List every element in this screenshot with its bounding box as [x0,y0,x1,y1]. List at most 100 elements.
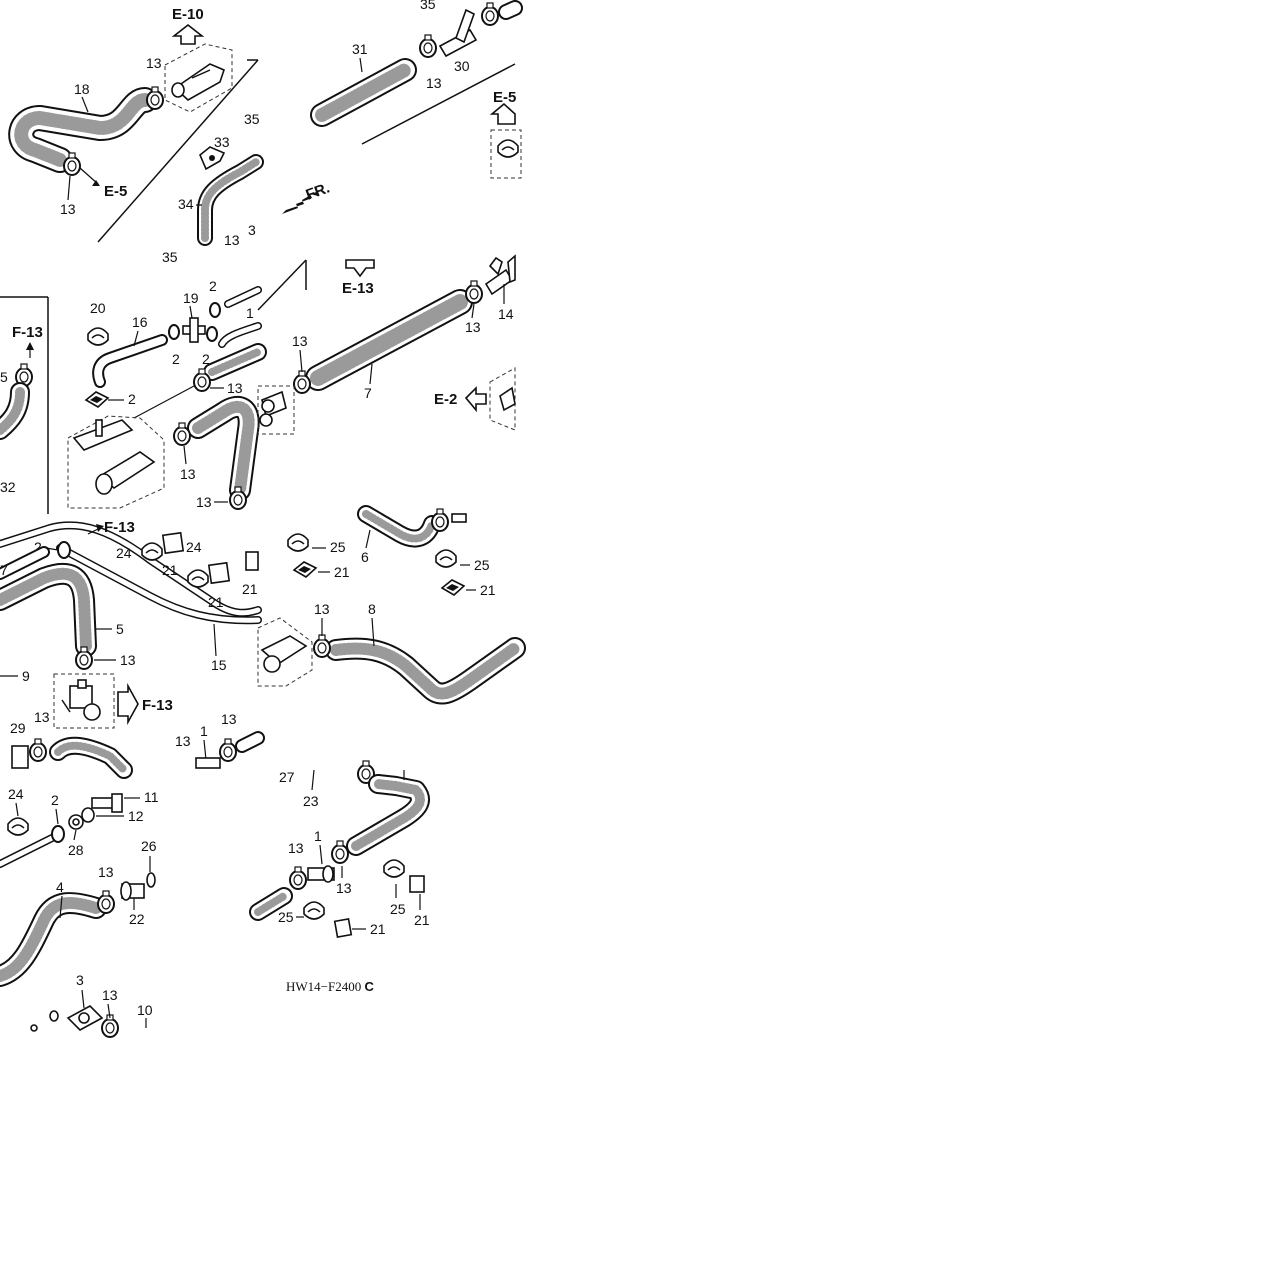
hose-6 [357,505,441,548]
joint-1 [307,865,335,883]
part-number: 13 [34,709,50,725]
fuel-component [72,419,156,495]
part-number: 13 [224,232,240,248]
clip-25 [435,549,457,568]
part-number: 13 [426,75,442,91]
clip-21 [333,917,353,939]
part-number: 13 [221,711,237,727]
part-number: 35 [420,0,436,12]
part-number: 15 [211,657,227,673]
hose-lower [49,736,133,779]
hose-31 [310,58,417,127]
part-number: 13 [146,55,162,71]
part-number: 24 [186,539,202,555]
ref-e2: E-2 [434,391,457,408]
clamp-13 [313,634,331,658]
clip-icon [497,139,519,158]
part-number: 24 [116,545,132,561]
clip-21 [207,561,231,585]
part-number: 13 [336,880,352,896]
clip-2 [85,391,109,408]
part-number: 24 [8,786,24,802]
part-number: 21 [242,581,258,597]
hose-upper [203,343,267,381]
part-number: 5 [0,369,8,385]
part-number: 13 [180,466,196,482]
diagram-code: HW14−F2400 C [286,979,374,994]
part-number: 13 [288,840,304,856]
ref-f13: F-13 [12,324,43,341]
joint-14 [484,254,516,296]
tile-bottom-left: 24 2 28 11 12 4 13 22 [0,786,159,1038]
part-number: 13 [98,864,114,880]
part-number: 3 [248,222,256,238]
flange-3 [66,1005,104,1031]
ref-f13: F-13 [104,519,135,536]
part-number: 14 [498,306,514,322]
part-number: 21 [370,921,386,937]
part-number: 19 [183,290,199,306]
part-number: 11 [144,789,159,805]
tile-top-left: E-5 18 13 13 E-10 33 34 35 35 13 3 [8,6,332,265]
clamp-13 [101,1014,119,1038]
tile-mid-right: E-13 7 13 13 14 E-2 [257,254,516,435]
hose-7 [305,289,473,391]
ref-e10: E-10 [172,6,204,23]
part-number: 2 [202,351,210,367]
ref-e5: E-5 [104,183,127,200]
part-number: 6 [361,549,369,565]
bolt-11 [91,793,123,813]
part-number: 12 [128,808,144,824]
fuel-component [171,63,225,101]
part-number: 13 [60,201,76,217]
part-number: 4 [56,879,64,895]
clip-25 [287,533,309,552]
hose-lower [249,887,293,921]
part-number: 2 [209,278,217,294]
part-number: 13 [175,733,191,749]
part-number: 2 [128,391,136,407]
outlet-component [259,390,287,427]
part-number: 1 [200,723,208,739]
hose-8 [325,637,526,705]
part-number: 26 [141,838,157,854]
part-number: 23 [303,793,319,809]
clamp-13 [97,890,115,914]
hose-U [187,395,260,501]
clamp-13 [29,738,47,762]
tile-lower-right: 6 25 21 25 21 8 13 [257,505,526,705]
joint-1 [195,757,221,769]
ref-f13: F-13 [142,697,173,714]
hose-upper [0,834,56,868]
clip-21 [293,561,317,578]
part-number: 25 [474,557,490,573]
part-number: 7 [364,385,372,401]
part-number: 21 [334,564,350,580]
ref-e13: E-13 [342,280,374,297]
part-number: 13 [314,601,330,617]
clip-24 [7,817,29,836]
part-number: 30 [454,58,470,74]
part-number: 9 [22,668,30,684]
hose-upper [346,774,430,856]
part-number: 25 [330,539,346,555]
hose-18 [8,87,158,173]
clip-20 [87,327,109,346]
part-number: 27 [279,769,295,785]
hose-end [235,731,265,753]
tile-mid-left: F-13 5 32 20 16 19 2 2 2 [0,278,267,514]
ref-e5-box: E-5 [493,89,516,106]
part-number: 13 [120,652,136,668]
part-number: 35 [162,249,178,265]
clip-25 [383,859,405,878]
clamp-13 [219,738,237,762]
clamp-13 [431,508,449,532]
frame-line [97,59,259,243]
hose-7b [0,546,50,580]
hose-5 [0,562,97,657]
hose-left [0,382,30,440]
part-number: 8 [368,601,376,617]
part-number: 1 [246,305,254,321]
clamp-13 [331,840,349,864]
